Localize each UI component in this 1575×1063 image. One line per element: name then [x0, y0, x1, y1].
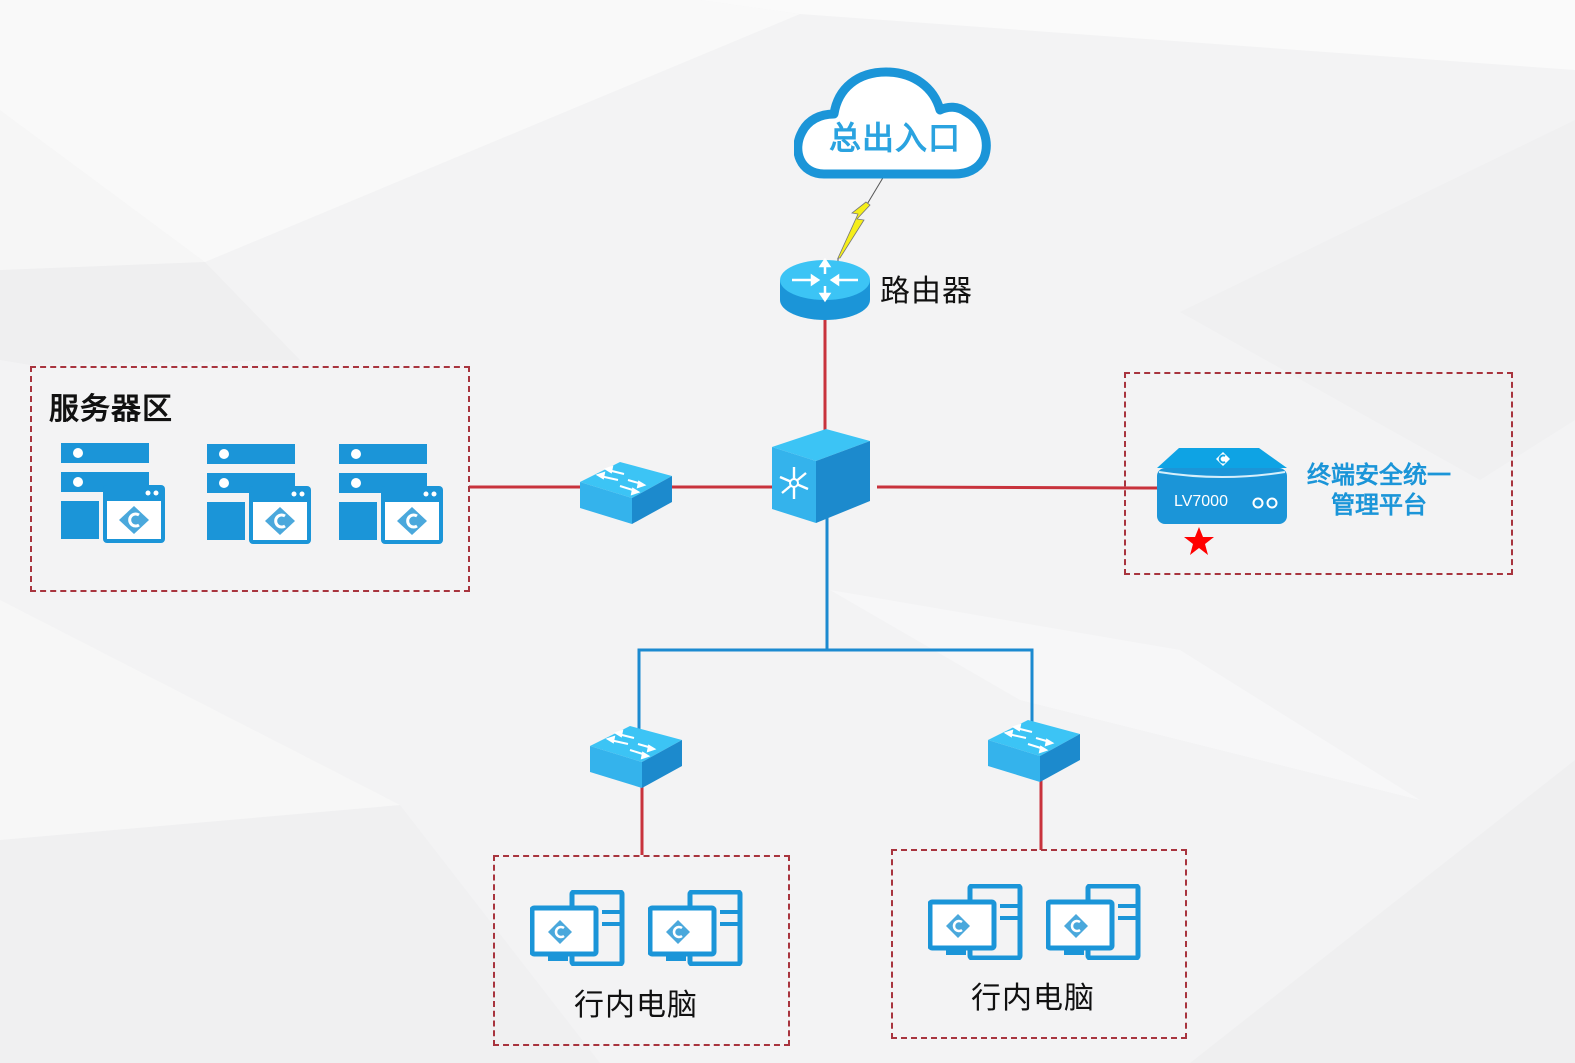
link-core-platform	[876, 485, 1161, 490]
platform-label-line2: 管理平台	[1331, 491, 1427, 519]
platform-label: 终端安全统一 管理平台	[1296, 460, 1462, 520]
platform-zone	[1124, 372, 1513, 575]
server-zone-title: 服务器区	[49, 392, 173, 427]
server-icon[interactable]	[207, 444, 313, 546]
star-icon	[1184, 527, 1214, 555]
server-icon[interactable]	[61, 443, 167, 545]
server-icon[interactable]	[339, 444, 445, 546]
pc-zone-left-label: 行内电脑	[574, 988, 698, 1023]
pc-zone-left	[493, 855, 790, 1046]
pc-icon[interactable]	[1046, 884, 1142, 960]
platform-label-line1: 终端安全统一	[1307, 461, 1451, 489]
right-access-switch-icon[interactable]	[986, 716, 1082, 784]
left-access-switch-icon[interactable]	[588, 722, 684, 790]
router-icon[interactable]	[778, 258, 872, 324]
device-model-label: LV7000	[1174, 493, 1228, 510]
link-distribution	[637, 648, 1034, 730]
lightning-icon	[837, 175, 885, 262]
pc-zone-right	[891, 849, 1187, 1039]
pc-icon[interactable]	[928, 884, 1024, 960]
server-switch-icon[interactable]	[578, 458, 674, 526]
pc-icon[interactable]	[648, 890, 744, 966]
pc-zone-right-label: 行内电脑	[971, 981, 1095, 1016]
cloud-icon	[794, 67, 991, 179]
server-zone	[30, 366, 470, 592]
router-label: 路由器	[880, 274, 973, 309]
lv7000-appliance-icon[interactable]	[1157, 448, 1289, 524]
cloud-label: 总出入口	[829, 119, 962, 157]
core-switch-icon[interactable]	[770, 427, 872, 525]
pc-icon[interactable]	[530, 890, 626, 966]
